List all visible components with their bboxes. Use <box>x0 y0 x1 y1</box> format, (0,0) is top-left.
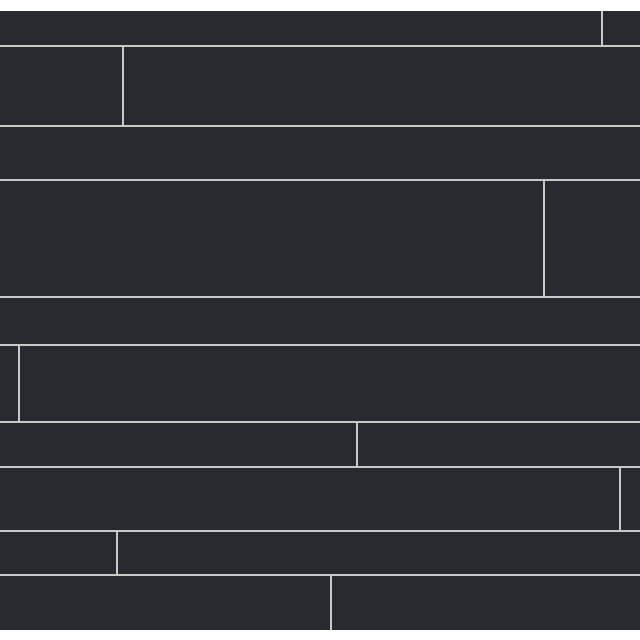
tile-divider <box>356 421 358 466</box>
tile-divider <box>116 530 118 574</box>
tile-divider <box>18 344 20 421</box>
row-divider <box>0 296 640 298</box>
row-divider <box>0 45 640 47</box>
row-divider <box>0 466 640 468</box>
row-divider <box>0 574 640 576</box>
tile-divider <box>330 574 332 630</box>
tile-divider <box>601 11 603 45</box>
tile-board <box>0 11 640 630</box>
row-divider <box>0 125 640 127</box>
row-divider <box>0 530 640 532</box>
tile-divider <box>619 466 621 530</box>
row-divider <box>0 344 640 346</box>
tile-divider <box>543 179 545 296</box>
row-divider <box>0 421 640 423</box>
row-divider <box>0 179 640 181</box>
tile-divider <box>122 45 124 125</box>
